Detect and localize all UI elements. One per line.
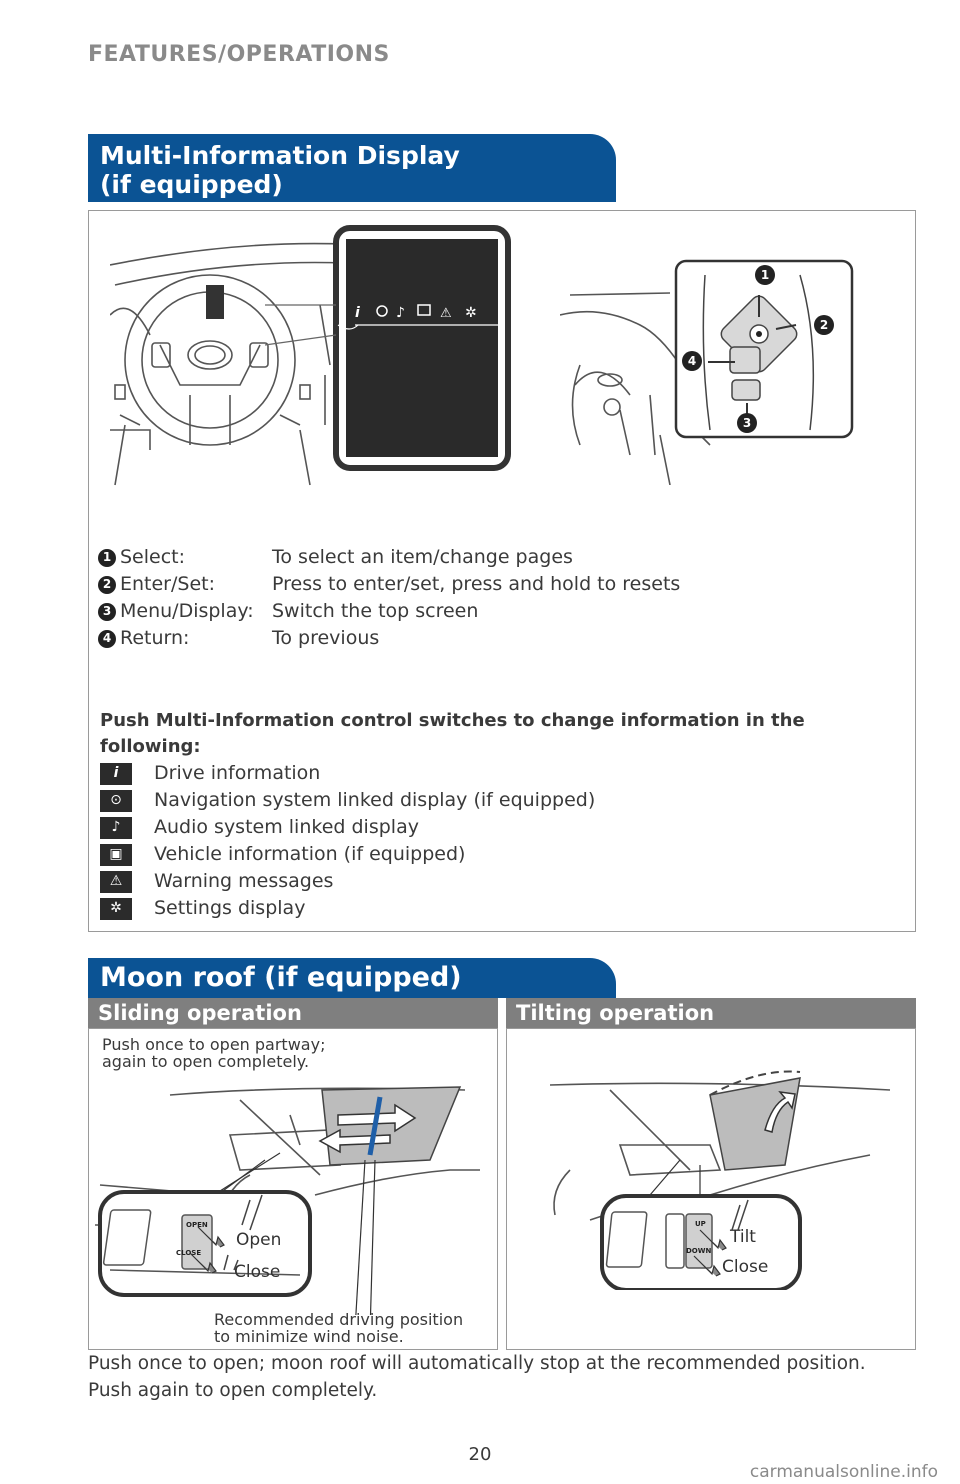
steering-switch-illustration: 1 2 3 4 [560,259,854,485]
legend-key: Menu/Display: [120,600,254,622]
svg-text:♪: ♪ [396,305,405,321]
watermark: carmanualsonline.info [749,1462,938,1482]
list-item-label: Drive information [154,762,321,784]
legend-row: 1 Select: To select an item/change pages [98,544,680,571]
sliding-operation-heading: Sliding operation [88,998,498,1028]
legend-desc: Switch the top screen [272,600,479,622]
dashboard-illustration: i ♪ ⚠ ✲ [110,225,511,486]
tilting-operation-heading: Tilting operation [506,998,916,1028]
number-badge: 2 [98,575,116,594]
info-icon: i [100,762,132,785]
music-note-icon: ♪ [100,816,132,839]
list-item: ⊙ Navigation system linked display (if e… [100,787,595,814]
vehicle-icon: ▣ [100,843,132,866]
warning-icon: ⚠ [100,870,132,893]
svg-text:3: 3 [743,416,751,430]
recommended-position-note: Recommended driving position to minimize… [214,1311,463,1345]
list-item-label: Warning messages [154,870,334,892]
mid-title-line1: Multi-Information Display [100,141,460,170]
tilt-label: Tilt [729,1227,756,1247]
gear-icon: ✲ [100,897,132,920]
sliding-note-line1: Push once to open partway; [102,1035,326,1054]
list-item-label: Vehicle information (if equipped) [154,843,466,865]
moonroof-bottom-text: Push once to open; moon roof will automa… [88,1353,866,1401]
legend-desc: Press to enter/set, press and hold to re… [272,573,681,595]
open-label: Open [236,1230,281,1250]
close-label: Close [234,1262,280,1282]
switch-close-label: CLOSE [176,1249,201,1257]
svg-text:✲: ✲ [465,305,477,321]
recommended-note-line2: to minimize wind noise. [214,1327,404,1346]
legend-row: 2 Enter/Set: Press to enter/set, press a… [98,571,680,598]
list-item: ⚠ Warning messages [100,868,595,895]
list-item: ▣ Vehicle information (if equipped) [100,841,595,868]
svg-text:i: i [355,305,360,321]
legend-key: Select: [120,546,186,568]
list-item: ✲ Settings display [100,895,595,922]
switch-down-label: DOWN [686,1247,711,1255]
mid-switch-legend: 1 Select: To select an item/change pages… [98,544,680,652]
list-item: i Drive information [100,760,595,787]
svg-text:1: 1 [761,268,769,282]
list-item-label: Settings display [154,897,306,919]
list-item-label: Audio system linked display [154,816,419,838]
mid-title-line2: (if equipped) [100,170,283,199]
mid-intro-text: Push Multi-Information control switches … [100,710,805,757]
moonroof-section-header: Moon roof (if equipped) [88,958,616,998]
list-item-label: Navigation system linked display (if equ… [154,789,596,811]
legend-key: Enter/Set: [120,573,215,595]
mid-section-header: Multi-Information Display (if equipped) [88,134,616,202]
svg-text:2: 2 [820,318,828,332]
tilting-operation-box [506,1028,916,1350]
sliding-note: Push once to open partway; again to open… [102,1036,325,1070]
legend-desc: To select an item/change pages [272,546,573,568]
tilting-operation-illustration: UP DOWN Tilt Close [549,1070,891,1290]
svg-text:4: 4 [688,354,696,368]
number-badge: 4 [98,629,116,648]
number-badge: 1 [98,548,116,567]
legend-desc: To previous [272,627,380,649]
navigation-icon: ⊙ [100,789,132,812]
number-badge: 3 [98,602,116,621]
switch-up-label: UP [695,1220,706,1228]
sliding-operation-illustration: OPEN CLOSE Open Close [95,1086,480,1315]
legend-row: 3 Menu/Display: Switch the top screen [98,598,680,625]
svg-text:⚠: ⚠ [440,306,452,321]
legend-row: 4 Return: To previous [98,625,680,652]
page-header: FEATURES/OPERATIONS [88,42,390,67]
mid-icon-list: i Drive information ⊙ Navigation system … [100,760,595,922]
legend-key: Return: [120,627,190,649]
list-item: ♪ Audio system linked display [100,814,595,841]
close-label: Close [722,1257,768,1277]
page-number: 20 [468,1444,492,1465]
switch-open-label: OPEN [186,1221,208,1229]
sliding-note-line2: again to open completely. [102,1052,310,1071]
recommended-note-line1: Recommended driving position [214,1310,464,1329]
